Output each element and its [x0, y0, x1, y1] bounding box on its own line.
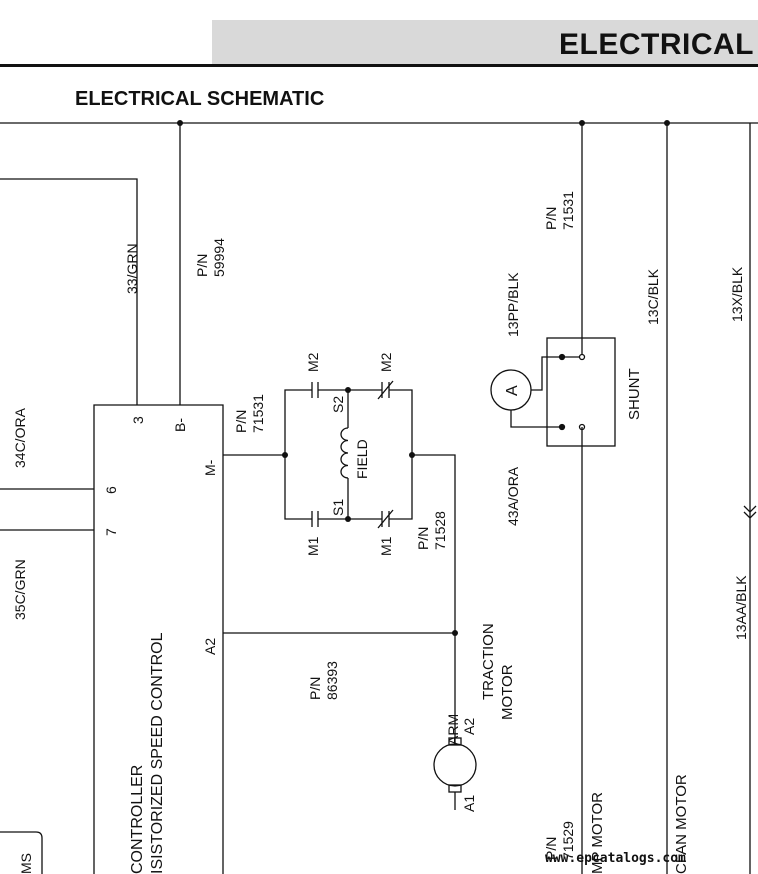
wire-field-to-motor — [412, 454, 456, 745]
header-band — [212, 20, 758, 64]
field-bridge-bottom-left — [284, 455, 312, 520]
field-label: FIELD — [354, 439, 370, 479]
wire-13pp-blk — [562, 123, 583, 358]
wire-label-13aa-blk: 13AA/BLK — [733, 575, 749, 640]
field-s2-label: S2 — [330, 396, 346, 413]
pn-71529: 71529 — [560, 821, 576, 860]
traction-motor-label-line2: MOTOR — [499, 664, 516, 720]
wire-label-35c-grn: 35C/GRN — [12, 559, 28, 620]
wire-label-13pp-blk: 13PP/BLK — [505, 272, 521, 337]
contact-m2-right-label: M2 — [378, 352, 394, 372]
armature-symbol — [433, 743, 477, 787]
pump-motor-label: MP MOTOR — [589, 792, 606, 874]
controller-box — [93, 404, 224, 874]
page-header-title: ELECTRICAL — [559, 28, 754, 61]
controller-label-line1: CONTROLLER — [129, 765, 146, 874]
armature-label: ARM — [445, 714, 461, 745]
wire-label-34c-ora: 34C/ORA — [12, 407, 28, 468]
terminal-7-label: 7 — [103, 528, 119, 536]
pn-86393: 86393 — [324, 661, 340, 700]
pn-59994-prefix: P/N — [194, 254, 210, 277]
ammeter-label: A — [504, 385, 521, 396]
field-coil — [340, 427, 349, 479]
pn-59994: 59994 — [211, 238, 227, 277]
contact-m1-right-label: M1 — [378, 536, 394, 556]
pn-71529-prefix: P/N — [543, 837, 559, 860]
field-bridge-left — [284, 389, 312, 455]
side-tab — [0, 831, 43, 874]
pn-71531-field-prefix: P/N — [233, 410, 249, 433]
watermark: www.epcatalogs.com — [545, 851, 686, 866]
fan-motor-label: CFAN MOTOR — [673, 774, 690, 874]
terminal-m-minus-label: M- — [202, 459, 218, 476]
terminal-3-label: 3 — [130, 416, 146, 424]
contact-m2-left-label: M2 — [305, 352, 321, 372]
pn-71531-shunt-prefix: P/N — [543, 207, 559, 230]
armature-a2-label: A2 — [461, 718, 477, 735]
side-tab-label: MS — [18, 853, 34, 874]
section-title: ELECTRICAL SCHEMATIC — [75, 88, 325, 110]
pn-71531-shunt: 71531 — [560, 191, 576, 230]
pn-71528: 71528 — [432, 511, 448, 550]
field-s1-label: S1 — [330, 499, 346, 516]
wire-label-13x-blk: 13X/BLK — [729, 266, 745, 322]
wire-label-13c-blk: 13C/BLK — [645, 268, 661, 325]
traction-motor-label-line1: TRACTION — [480, 623, 497, 700]
wire-33-grn — [0, 178, 138, 405]
header-rule — [0, 64, 758, 67]
field-bridge-right-bottom — [389, 455, 413, 520]
wire-label-43a-ora: 43A/ORA — [505, 466, 521, 526]
shunt-label: SHUNT — [626, 368, 643, 420]
terminal-6-label: 6 — [103, 486, 119, 494]
pn-71528-prefix: P/N — [415, 527, 431, 550]
terminal-b-minus-label: B- — [172, 418, 188, 432]
controller-label-line2: ISISTORIZED SPEED CONTROL — [149, 632, 166, 874]
contact-m1-left-label: M1 — [305, 536, 321, 556]
armature-a1-label: A1 — [461, 795, 477, 812]
terminal-a2-label: A2 — [202, 638, 218, 655]
pn-71531-field: 71531 — [250, 394, 266, 433]
shunt-box — [546, 337, 616, 447]
pn-86393-prefix: P/N — [307, 677, 323, 700]
wire-label-33-grn: 33/GRN — [124, 243, 140, 294]
field-bridge-right-top — [389, 389, 413, 455]
